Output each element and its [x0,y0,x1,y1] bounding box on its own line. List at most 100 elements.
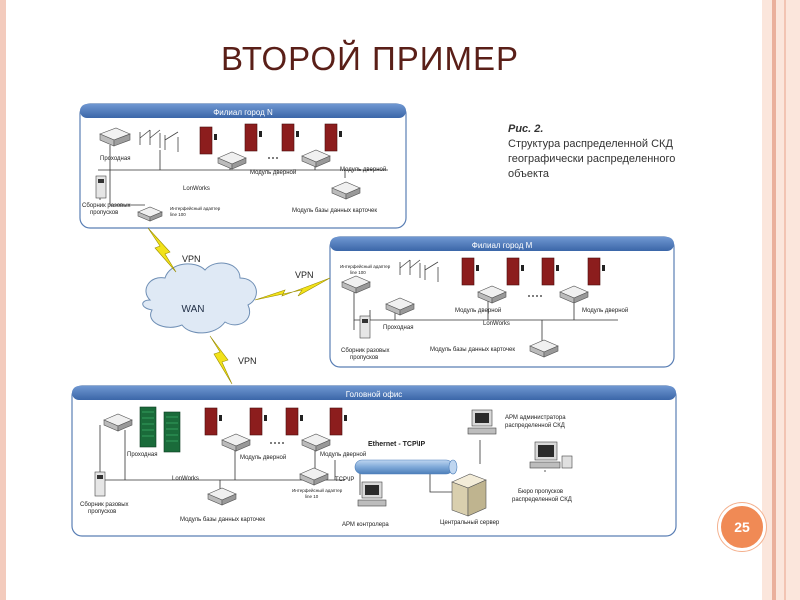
label-wan: WAN [182,304,205,315]
door-unit-m-1 [461,257,479,286]
door-unit-m-4 [587,257,605,286]
label-arm-admin-1: АРМ администратора [505,415,566,421]
label-lonworks-n: LonWorks [183,186,210,192]
label-pass-collector-head-1: Сборник разовых [80,502,129,508]
panel-head-office: Головной офис Проходная [71,385,677,537]
ethernet-backbone [354,459,458,475]
door-unit-n-1 [199,126,217,155]
slide-frame-stripe [772,0,776,600]
vpn-bolt-n [147,227,177,273]
panel-title-branch-m: Филиал город M [472,241,533,250]
page-number-badge: 25 [718,503,766,551]
label-door-module-h-2: Модуль дверной [320,451,366,458]
figure-caption-line-3: объекта [508,168,550,180]
label-checkpoint-m: Проходная [383,325,413,331]
figure-number: Рис. 2. [508,123,544,135]
door-unit-n-2 [244,123,262,152]
label-adapter-head-2: line 10 [305,494,319,499]
turnstile-icon [139,129,179,152]
label-adapter-n-2: line 100 [170,212,186,217]
door-module-h-2 [301,433,331,452]
label-lonworks-m: LonWorks [483,321,510,327]
pass-collector-m [359,315,371,339]
card-db-module-n [331,181,361,200]
door-unit-h-1 [204,407,222,436]
server-rack-2 [163,411,181,453]
door-unit-h-4 [329,407,347,436]
label-door-module-m-2: Модуль дверной [582,307,628,314]
label-vpn-head: VPN [238,356,257,366]
label-pass-collector-m-2: пропусков [350,355,378,361]
label-card-db-m: Модуль базы данных карточек [430,347,515,353]
pass-collector-n [95,175,107,199]
interface-adapter-n [137,206,163,222]
label-door-module-n-2: Модуль дверной [340,166,386,173]
wan-cloud: WAN [142,262,257,334]
label-adapter-m-1: Интерфейсный адаптер [340,263,391,269]
label-door-module-h-1: Модуль дверной [240,454,286,461]
vpn-bolt-head [209,335,233,385]
interface-adapter-m [341,275,371,294]
label-pass-collector-head-2: пропусков [88,509,116,515]
label-arm-operator: АРМ контролера [342,522,389,528]
label-vpn-m: VPN [295,270,314,280]
turnstile-icon-m [399,259,439,282]
card-db-module-head [207,487,237,506]
label-ethernet: Ethernet - TCP\IP [368,441,426,448]
label-door-module-n-1: Модуль дверной [250,169,296,176]
panel-title-branch-n: Филиал город N [213,108,273,117]
central-server [451,473,487,517]
server-rack-1 [139,406,157,448]
slide-title: ВТОРОЙ ПРИМЕР [221,40,519,77]
door-unit-n-3 [281,123,299,152]
checkpoint-device-m [385,297,415,316]
label-pass-collector-n-2: пропусков [90,210,118,216]
checkpoint-device [99,127,131,147]
label-pass-bureau-2: распределенной СКД [512,496,572,503]
label-card-db-n: Модуль базы данных карточек [292,208,377,214]
checkpoint-device-head [103,413,133,432]
door-module-n-2 [301,149,331,168]
figure-caption-line-2: географически распределенного [508,153,676,165]
door-unit-h-2 [249,407,267,436]
label-adapter-m-2: line 100 [350,270,366,275]
interface-adapter-head [299,467,329,486]
workstation-pass-bureau [529,441,573,469]
card-db-module-m [529,339,559,358]
label-arm-admin-2: распределенной СКД [505,422,565,429]
panel-branch-m: Филиал город M Интерфейсный адаптер line… [329,236,675,368]
label-central-server: Центральный сервер [440,519,500,526]
workstation-admin [467,409,497,435]
slide-frame-right [762,0,800,600]
label-card-db-head: Модуль базы данных карточек [180,517,265,523]
figure-caption: Рис. 2. Структура распределенной СКД гео… [508,122,708,182]
label-lonworks-head: LonWorks [172,476,199,482]
slide-frame-stripe-thin [784,0,786,600]
door-module-h-1 [221,433,251,452]
label-door-module-m-1: Модуль дверной [455,307,501,314]
label-checkpoint: Проходная [100,156,130,162]
label-tcpip: TCP\IP [335,477,354,483]
pass-collector-head [94,471,106,497]
label-vpn-n: VPN [182,254,201,264]
door-unit-m-2 [506,257,524,286]
panel-branch-n: Филиал город N Проходная [79,103,407,229]
door-module-m-1 [477,285,507,304]
label-checkpoint-head: Проходная [127,452,157,458]
workstation-operator [357,481,387,507]
door-module-n-1 [217,151,247,170]
vpn-bolt-m [254,277,331,301]
figure-caption-line-1: Структура распределенной СКД [508,138,673,150]
door-module-m-2 [559,285,589,304]
door-unit-m-3 [541,257,559,286]
label-adapter-n-1: Интерфейсный адаптер [170,205,221,211]
label-pass-collector-m-1: Сборник разовых [341,348,390,354]
panel-title-head: Головной офис [346,390,403,399]
slide-frame-left [0,0,6,600]
label-pass-bureau-1: Бюро пропусков [518,489,563,495]
label-pass-collector-n-1: Сборник разовых [82,203,131,209]
door-unit-h-3 [285,407,303,436]
door-unit-n-4 [324,123,342,152]
label-adapter-head-1: Интерфейсный адаптер [292,487,343,493]
